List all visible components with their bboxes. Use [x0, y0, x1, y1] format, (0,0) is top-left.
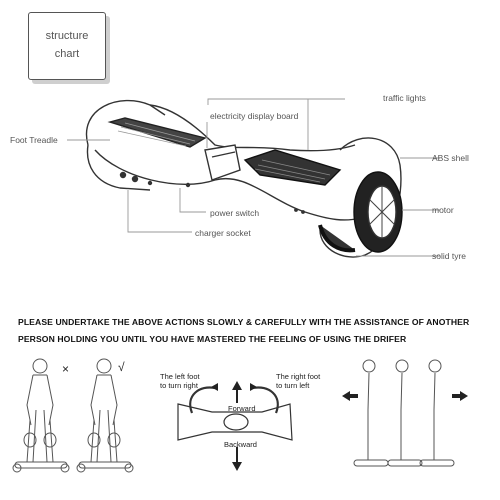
title-line-2: chart — [54, 48, 80, 60]
left-foot-label-line-2: to turn right — [160, 381, 198, 390]
label-foot-treadle: Foot Treadle — [10, 135, 58, 145]
structure-chart-title-box: structure chart — [28, 12, 106, 80]
instruction-line-1: PLEASE UNDERTAKE THE ABOVE ACTIONS SLOWL… — [18, 317, 470, 327]
forward-label: Forward — [228, 404, 256, 413]
label-abs-shell: ABS shell — [432, 153, 469, 163]
label-power-switch: power switch — [210, 208, 260, 218]
title-line-1: structure — [45, 30, 89, 42]
label-solid-tyre: solid tyre — [432, 251, 467, 261]
right-posture-mark: √ — [118, 360, 125, 374]
label-motor: motor — [432, 205, 454, 215]
right-foot-label-line-1: The right foot — [276, 372, 321, 381]
label-electricity-display-board: electricity display board — [210, 111, 299, 121]
label-traffic-lights: traffic lights — [383, 93, 426, 103]
backward-label: Backward — [224, 440, 257, 449]
label-charger-socket: charger socket — [195, 228, 251, 238]
instruction-line-2: PERSON HOLDING YOU UNTIL YOU HAVE MASTER… — [18, 334, 407, 344]
wrong-posture-mark: × — [62, 362, 70, 376]
right-foot-label-line-2: to turn left — [276, 381, 310, 390]
left-foot-label-line-1: The left foot — [160, 372, 200, 381]
